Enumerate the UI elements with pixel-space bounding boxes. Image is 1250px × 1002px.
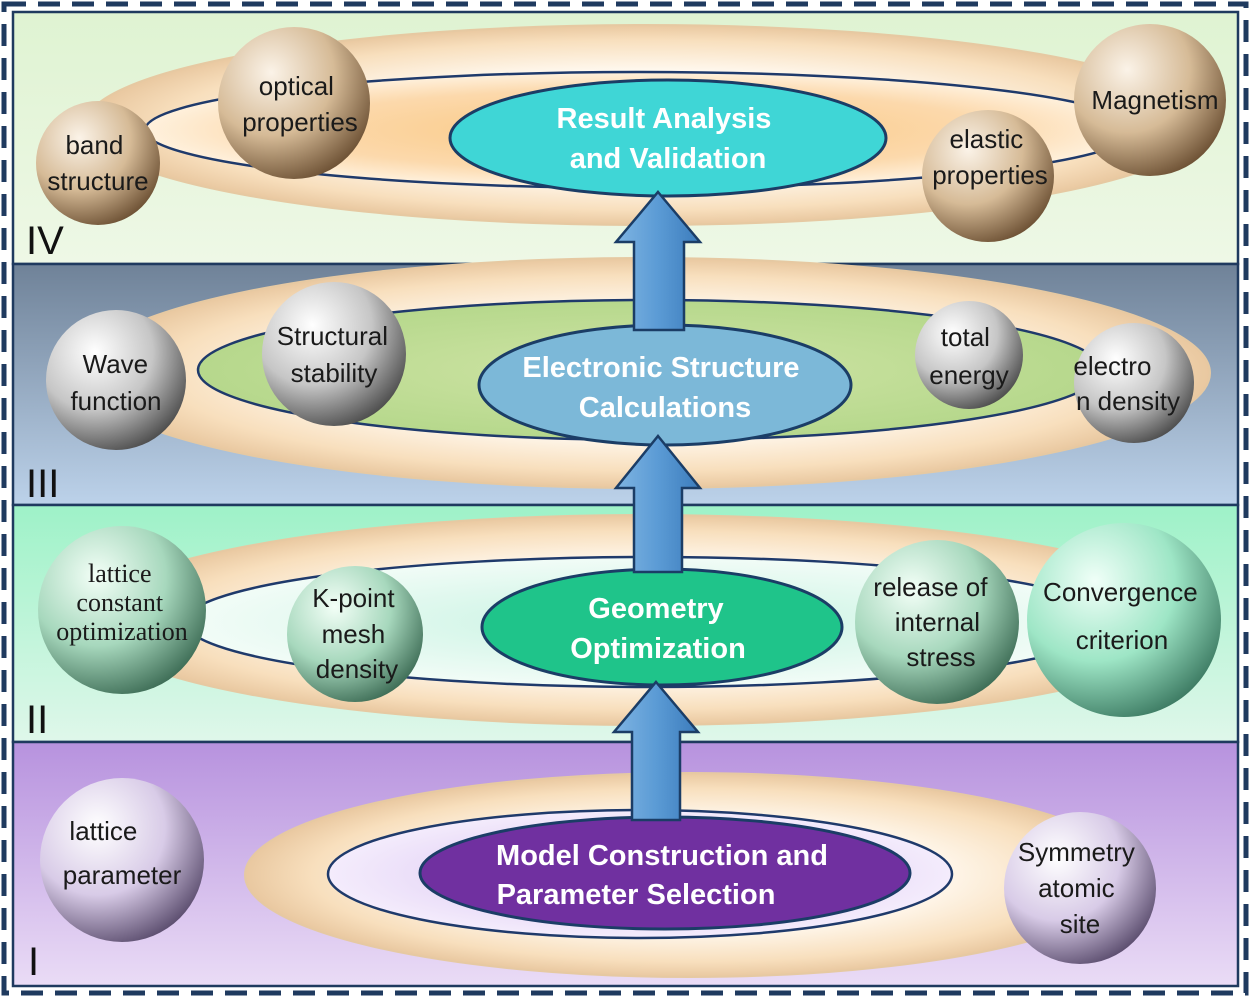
- level-numeral: II: [26, 698, 48, 742]
- core-line: Parameter Selection: [497, 879, 776, 911]
- svg-text:Convergence criterion: Convergence criterion: [1043, 577, 1205, 655]
- svg-text:Structural stability: Structural stability: [277, 321, 396, 388]
- sphere-label: n density: [1076, 386, 1180, 416]
- core-geometry-optimization: [480, 567, 844, 687]
- core-line: Geometry: [588, 593, 723, 625]
- sphere-label: energy: [929, 360, 1009, 390]
- level-iv: Result Analysis and Validation band stru…: [26, 24, 1226, 263]
- svg-text:band structure: band structure: [47, 130, 148, 196]
- level-ii: Geometry Optimization lattice constant o…: [26, 514, 1221, 742]
- sphere-label: structure: [47, 166, 148, 196]
- sphere-label: parameter: [63, 860, 182, 890]
- sphere-wave-function: [46, 310, 186, 450]
- sphere-lattice-parameter: [40, 778, 204, 942]
- sphere-label: stress: [906, 642, 975, 672]
- sphere-label: elastic: [950, 124, 1024, 154]
- sphere-k-point-mesh: [287, 566, 423, 702]
- sphere-convergence-criterion: [1027, 523, 1221, 717]
- core-line: Model Construction and: [496, 840, 828, 872]
- core-line: Optimization: [570, 633, 746, 665]
- arrow-up-icon: [611, 680, 701, 822]
- sphere-symmetry-atomic-site: [1004, 812, 1156, 964]
- sphere-label: atomic: [1038, 873, 1115, 903]
- svg-text:lattice parameter: lattice parameter: [63, 816, 182, 890]
- svg-text:electro n density: electro n density: [1073, 351, 1180, 416]
- svg-text:K-point mesh densi: K-point mesh density: [312, 583, 402, 684]
- sphere-label: properties: [242, 107, 358, 137]
- svg-text:total energy: total energy: [929, 322, 1009, 390]
- sphere-band-structure: [36, 101, 160, 225]
- sphere-label: electro: [1073, 351, 1151, 381]
- sphere-label: Symmetry: [1018, 837, 1135, 867]
- level-i: Model Construction and Parameter Selecti…: [28, 772, 1156, 984]
- sphere-elastic-properties: [922, 110, 1054, 242]
- svg-text:release of internal: release of internal stress: [873, 572, 994, 672]
- sphere-lattice-constant: [38, 526, 206, 694]
- sphere-label: Convergence: [1043, 577, 1198, 607]
- sphere-label: optimization: [56, 617, 187, 646]
- core-electronic-structure: [477, 323, 853, 447]
- sphere-magnetism: [1074, 24, 1226, 176]
- core-line: Result Analysis: [557, 103, 772, 135]
- sphere-total-energy: [915, 301, 1023, 409]
- level-numeral: IV: [26, 219, 64, 263]
- core-result-analysis: [448, 78, 888, 198]
- sphere-optical-properties: [218, 27, 370, 179]
- sphere-label: Structural: [277, 321, 388, 351]
- sphere-label: internal: [895, 607, 980, 637]
- svg-text:Result Analysis and Vali: Result Analysis and Validation: [557, 103, 780, 175]
- svg-text:lattice constant o: lattice constant optimization: [56, 559, 187, 646]
- arrow-up-icon: [613, 434, 703, 574]
- sphere-label: stability: [291, 358, 378, 388]
- level-iii: Electronic Structure Calculations Wave f…: [26, 257, 1211, 506]
- level-numeral: I: [28, 940, 39, 984]
- sphere-label: band: [65, 130, 123, 160]
- sphere-label: Wave: [83, 349, 149, 379]
- svg-text:Magnetism: Magnetism: [1091, 85, 1218, 115]
- svg-text:elastic properties: elastic properties: [932, 124, 1048, 190]
- svg-text:Model Construction and P: Model Construction and Parameter Selecti…: [496, 840, 836, 911]
- svg-text:Symmetry atomic si: Symmetry atomic site: [1018, 837, 1142, 939]
- level-numeral: III: [26, 462, 59, 506]
- sphere-label: Magnetism: [1091, 85, 1218, 115]
- core-line: Calculations: [579, 392, 751, 424]
- sphere-label: constant: [76, 588, 163, 617]
- sphere-internal-stress: [855, 540, 1019, 704]
- sphere-electron-density: [1074, 323, 1194, 443]
- sphere-label: mesh: [322, 619, 386, 649]
- sphere-label: optical: [259, 71, 334, 101]
- sphere-label: total: [941, 322, 990, 352]
- sphere-label: release of: [873, 572, 988, 602]
- svg-text:optical properties: optical properties: [242, 71, 358, 137]
- svg-text:Electronic Structure Cal: Electronic Structure Calculations: [522, 352, 807, 424]
- sphere-label: lattice: [88, 559, 152, 588]
- svg-text:Geometry Optimization: Geometry Optimization: [570, 593, 746, 665]
- sphere-label: density: [316, 654, 398, 684]
- sphere-label: function: [70, 386, 161, 416]
- sphere-structural-stability: [262, 282, 406, 426]
- sphere-label: lattice: [69, 816, 137, 846]
- svg-text:Wave function: Wave function: [70, 349, 161, 416]
- core-line: Electronic Structure: [522, 352, 799, 384]
- core-model-construction: [418, 815, 912, 931]
- sphere-label: criterion: [1076, 625, 1168, 655]
- sphere-label: site: [1060, 909, 1100, 939]
- arrow-up-icon: [613, 190, 703, 332]
- core-line: and Validation: [570, 143, 767, 175]
- sphere-label: properties: [932, 160, 1048, 190]
- sphere-label: K-point: [312, 583, 395, 613]
